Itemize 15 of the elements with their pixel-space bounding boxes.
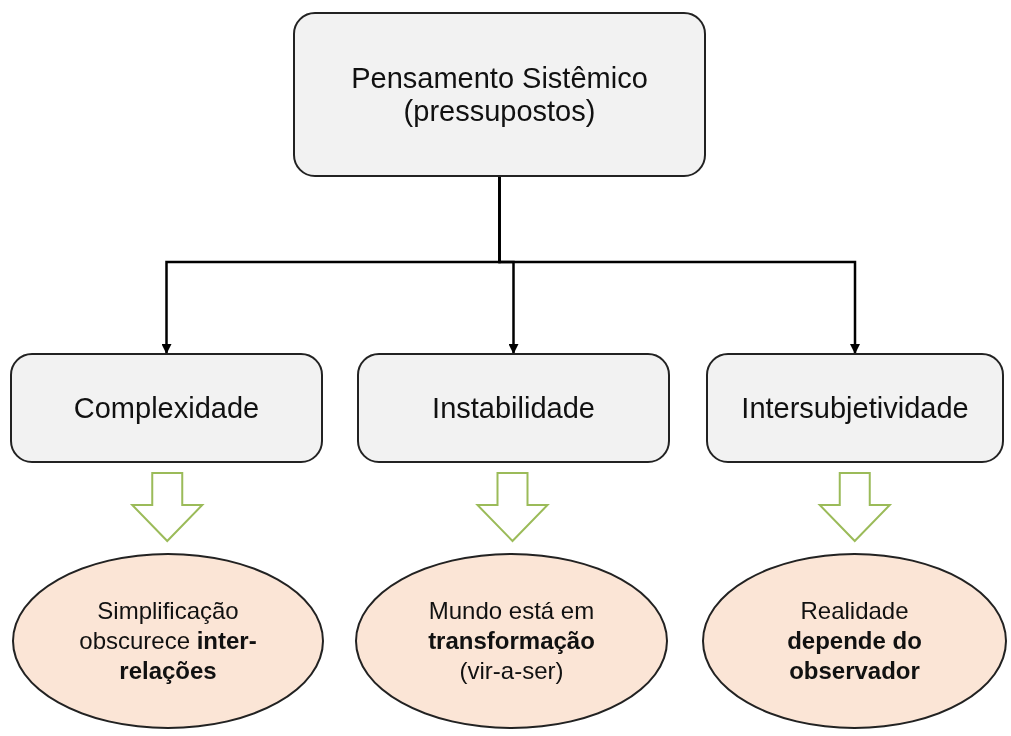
node-text: Mundo está em transformação (vir-a-ser) [427, 596, 596, 686]
node-text: Intersubjetividade [741, 391, 969, 425]
node-text: Simplificação obscurece inter-relações [79, 596, 257, 686]
node-text: Realidade depende do observador [786, 596, 923, 686]
process-box [293, 12, 706, 177]
block-arrow [475, 472, 550, 543]
process-box [706, 353, 1004, 463]
node-text: Instabilidade [432, 391, 595, 425]
block-arrow [817, 472, 893, 543]
process-box [10, 353, 323, 463]
node-text: Pensamento Sistêmico (pressupostos) [350, 61, 649, 128]
arrow [498, 177, 860, 354]
process-box [357, 353, 670, 463]
node-text: Complexidade [73, 391, 260, 425]
block-arrow [129, 472, 205, 543]
